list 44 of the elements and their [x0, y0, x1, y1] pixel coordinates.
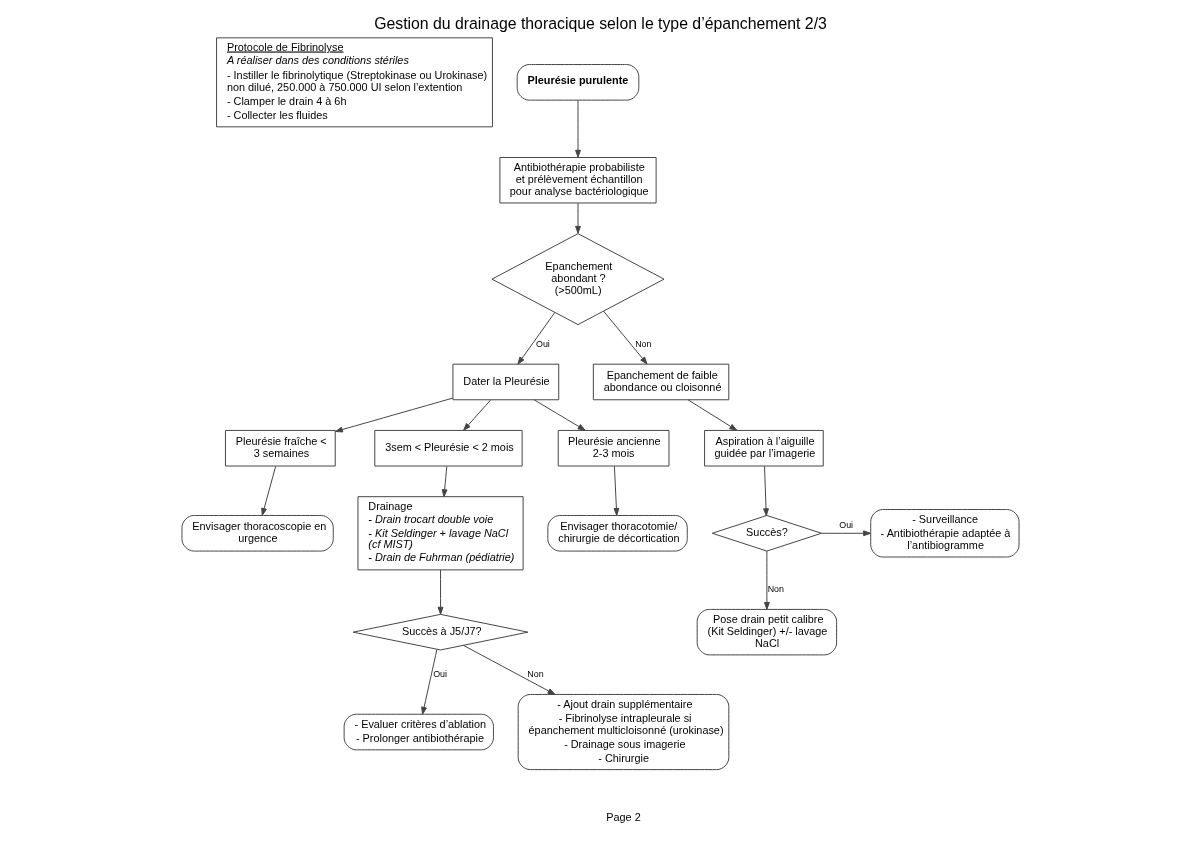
node-box: Dater la Pleurésie — [451, 363, 559, 401]
node-box: Antibiothérapie probabiliste et prélèvement échantillon pour analyse bactériologique — [498, 157, 657, 204]
node-box: Pose drain petit calibre (Kit Seldinger) +/- lavage NaCl — [696, 608, 837, 656]
arrow — [574, 202, 581, 234]
node-box: Pleurésie fraîche < 3 semaines — [224, 429, 336, 467]
node-box: Aspiration à l’aiguille guidée par l’imagerie — [703, 429, 824, 467]
node-diamond: Epanchement abondant ? (>500mL) — [490, 233, 665, 326]
node-box: Epanchement de faible abondance ou cloisonné — [592, 363, 729, 401]
node-box: - Evaluer critères d’ablation - Prolonger antibiothérapie — [343, 713, 494, 751]
edge-label: Non — [526, 668, 544, 679]
arrow — [437, 569, 443, 615]
node-box: Pleurésie purulente — [516, 64, 639, 101]
arrow — [574, 100, 581, 158]
node-box: Envisager thoracoscopie en urgence — [180, 514, 334, 552]
arrow — [820, 530, 871, 537]
arrow — [441, 465, 447, 498]
arrow — [762, 465, 769, 517]
edge-label: Oui — [432, 668, 447, 679]
label: Page 2 — [605, 810, 641, 823]
arrow — [260, 465, 276, 516]
arrow — [602, 310, 648, 365]
node-box: - Surveillance - Antibiothérapie adaptée à l’antibiogramme — [869, 509, 1020, 558]
arrow — [334, 397, 453, 433]
node-box: - Ajout drain supplémentaire - Fibrinolyse intrapleurale si épanchement multicloisonné (urokinase) - Drainage sous imagerie - Chirurgie — [517, 693, 729, 771]
arrow — [533, 399, 586, 431]
edge-label: Non — [634, 338, 651, 349]
arrow — [516, 312, 555, 365]
arrow — [420, 648, 437, 715]
node-diamond: Succès à J5/J7? — [352, 613, 528, 651]
node-box: Envisager thoracotomie/ chirurgie de décortication — [546, 514, 688, 552]
node-box: Protocole de Fibrinolyse A réaliser dans des conditions stériles - Instiller le fibrinolytique (Streptokinase ou Urokinase) non dilué, 250.000 à 750.000 UI selon l’extention - Clamper le drain 4 à 6h - Collecter les fluides — [215, 37, 493, 128]
arrow — [763, 550, 770, 610]
edge-label: Oui — [838, 519, 853, 530]
arrow — [462, 399, 491, 431]
node-box: 3sem < Pleurésie < 2 mois — [373, 429, 523, 467]
node-box: Pleurésie ancienne 2-3 mois — [557, 429, 669, 467]
diagram-title: Gestion du drainage thoracique selon le type d’épanchement 2/3 — [373, 14, 827, 32]
node-box: Drainage - Drain trocart double voie - Kit Seldinger + lavage NaCl (cf MIST) - Drain de Fuhrman (pédiatrie) — [357, 496, 524, 571]
arrow — [462, 644, 555, 695]
arrow — [613, 465, 619, 516]
edge-label: Oui — [535, 338, 550, 349]
arrow — [687, 399, 737, 431]
edge-label: Non — [767, 583, 784, 594]
node-diamond: Succès? — [711, 514, 822, 552]
